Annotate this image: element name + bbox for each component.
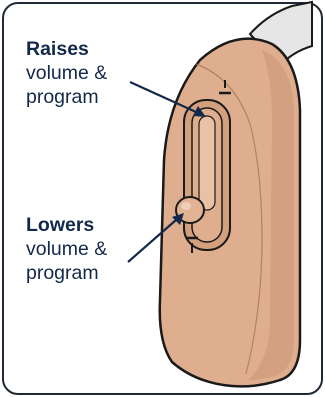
raises-line-1: volume & [26,61,107,85]
raises-line-2: program [26,85,107,109]
lowers-line-2: program [26,261,107,285]
raises-title: Raises [26,37,107,61]
lowers-title: Lowers [26,213,107,237]
raises-label: Raises volume & program [26,37,107,109]
lowers-label: Lowers volume & program [26,213,107,285]
lowers-line-1: volume & [26,237,107,261]
rocker-switch[interactable] [184,100,230,250]
